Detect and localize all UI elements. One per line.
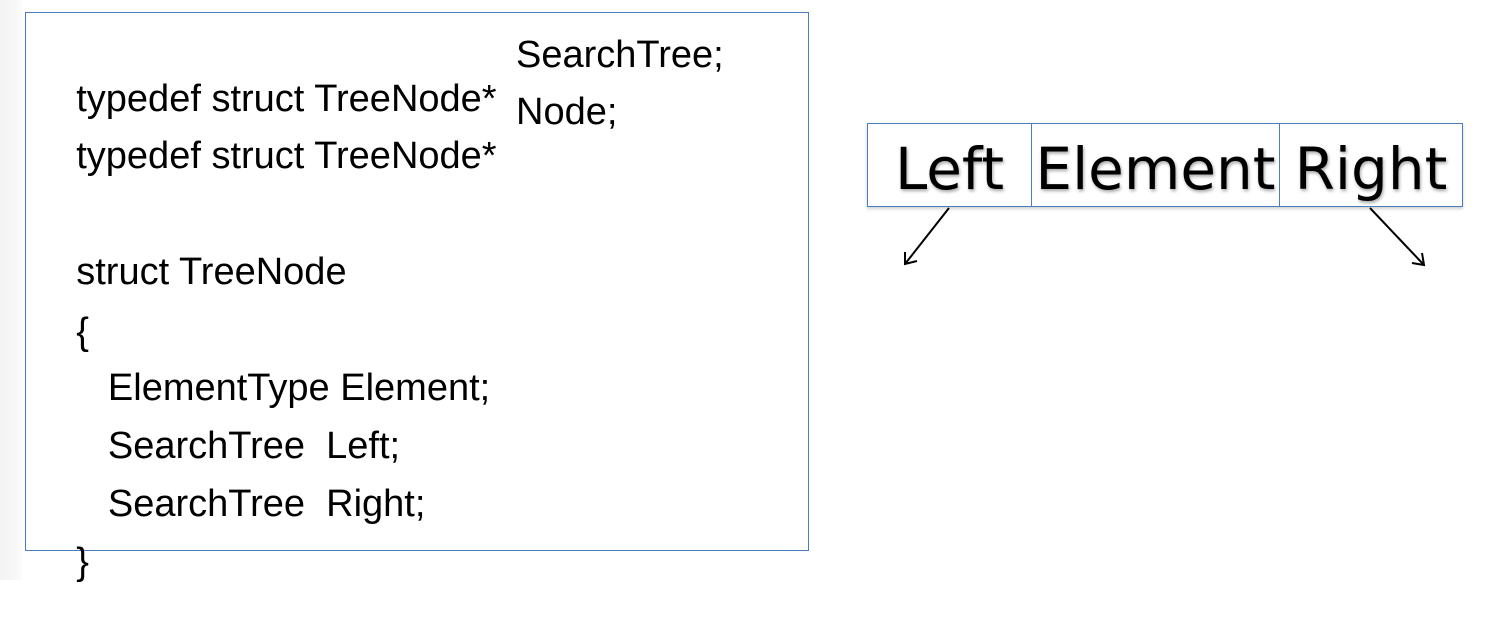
code-block: typedef struct TreeNode* SearchTree; typ… bbox=[25, 12, 809, 583]
left-pointer-arrow bbox=[904, 207, 950, 266]
code-line: { bbox=[34, 266, 89, 398]
slide-edge bbox=[0, 0, 22, 580]
code-line-alias: Node; bbox=[516, 91, 618, 133]
code-line-declaration: typedef struct TreeNode* bbox=[76, 78, 497, 120]
code-line-declaration: typedef struct TreeNode* bbox=[76, 135, 497, 177]
code-line-text: struct TreeNode bbox=[76, 251, 347, 293]
code-line-text: SearchTree Right; bbox=[76, 483, 426, 525]
right-pointer-arrow bbox=[1369, 207, 1426, 267]
code-line-text: } bbox=[76, 541, 89, 583]
node-field-right: Right bbox=[1294, 135, 1448, 203]
code-line: typedef struct TreeNode* Node; bbox=[34, 90, 617, 266]
node-field-element: Element bbox=[1032, 124, 1280, 206]
code-line: struct TreeNode bbox=[34, 206, 347, 338]
code-line: SearchTree Left; bbox=[34, 380, 400, 512]
code-line-alias: SearchTree; bbox=[516, 34, 724, 76]
node-field-left: Left bbox=[868, 124, 1032, 206]
code-line: } bbox=[34, 496, 89, 628]
code-line-text: { bbox=[76, 311, 89, 353]
tree-node-diagram: Left Element Right bbox=[867, 123, 1463, 207]
code-line-text: SearchTree Left; bbox=[76, 425, 401, 467]
code-line: ElementType Element; bbox=[34, 322, 490, 454]
code-line: SearchTree Right; bbox=[34, 438, 426, 570]
code-line: typedef struct TreeNode* SearchTree; bbox=[34, 33, 723, 209]
code-line-text: ElementType Element; bbox=[76, 367, 491, 409]
